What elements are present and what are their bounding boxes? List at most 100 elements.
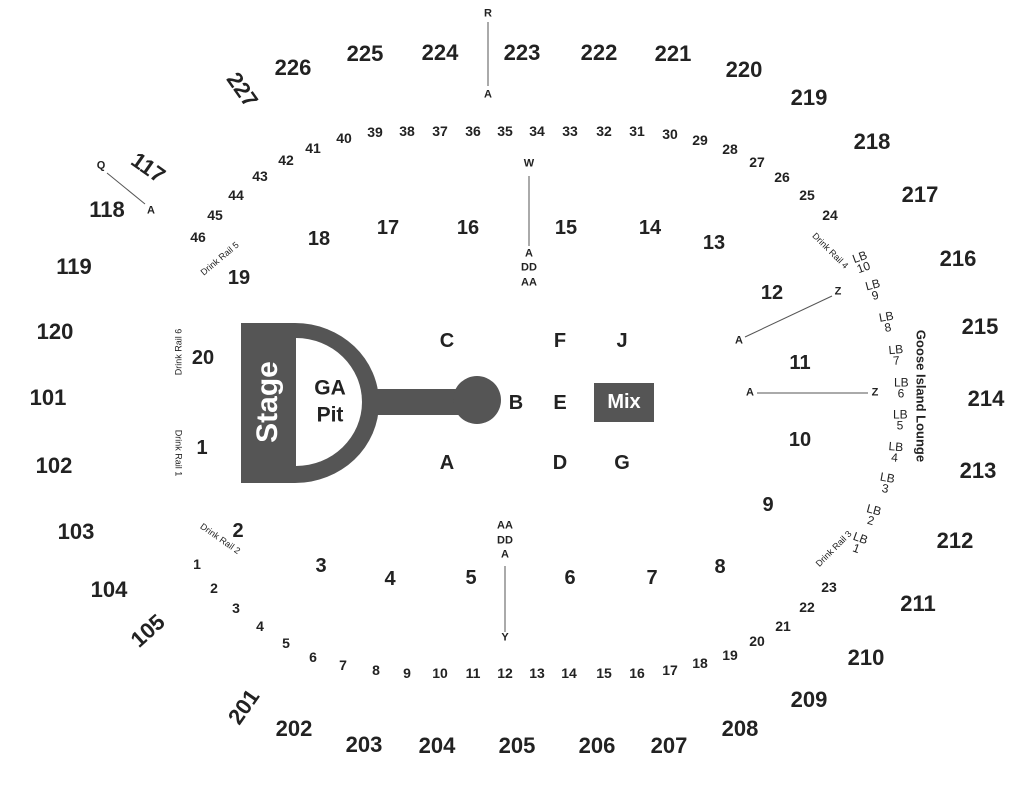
- loge-box-7[interactable]: LB 7: [887, 341, 904, 369]
- section-217[interactable]: 217: [901, 182, 939, 207]
- ring-section-37[interactable]: 37: [432, 123, 448, 139]
- ring-section-43[interactable]: 43: [252, 168, 268, 184]
- loge-box-5[interactable]: LB 5: [893, 407, 908, 433]
- section-215[interactable]: 215: [961, 314, 999, 339]
- floor-section-9[interactable]: 9: [762, 494, 774, 516]
- ring-section-40[interactable]: 40: [336, 130, 352, 146]
- ring-section-34[interactable]: 34: [529, 123, 545, 139]
- section-209[interactable]: 209: [790, 687, 828, 712]
- ring-section-31[interactable]: 31: [629, 123, 645, 139]
- floor-section-20[interactable]: 20: [191, 347, 215, 369]
- goose-island-lounge-label[interactable]: Goose Island Lounge: [913, 329, 929, 463]
- drink-rail-1[interactable]: Drink Rail 1: [173, 429, 184, 477]
- ring-section-14[interactable]: 14: [561, 665, 577, 681]
- ring-section-19[interactable]: 19: [722, 647, 738, 663]
- section-222[interactable]: 222: [580, 40, 618, 65]
- section-119[interactable]: 119: [56, 254, 92, 279]
- floor-section-7[interactable]: 7: [646, 567, 658, 589]
- ring-section-28[interactable]: 28: [722, 141, 738, 157]
- ring-section-17[interactable]: 17: [662, 662, 678, 678]
- floor-section-12[interactable]: 12: [760, 282, 784, 304]
- ring-section-3[interactable]: 3: [232, 600, 240, 616]
- section-204[interactable]: 204: [418, 733, 456, 758]
- loge-box-8[interactable]: LB 8: [877, 308, 895, 336]
- ring-section-22[interactable]: 22: [799, 599, 815, 615]
- floor-section-B[interactable]: B: [508, 392, 524, 414]
- section-203[interactable]: 203: [345, 732, 383, 757]
- floor-section-15[interactable]: 15: [554, 217, 578, 239]
- ring-section-10[interactable]: 10: [432, 665, 448, 681]
- floor-section-C[interactable]: C: [439, 330, 455, 352]
- ring-section-20[interactable]: 20: [749, 633, 765, 649]
- ring-section-12[interactable]: 12: [497, 665, 513, 681]
- ring-section-23[interactable]: 23: [821, 579, 837, 595]
- ring-section-42[interactable]: 42: [278, 152, 294, 168]
- section-225[interactable]: 225: [346, 41, 384, 66]
- ring-section-1[interactable]: 1: [193, 556, 201, 572]
- floor-section-17[interactable]: 17: [376, 217, 400, 239]
- ring-section-4[interactable]: 4: [256, 618, 264, 634]
- section-101[interactable]: 101: [29, 385, 67, 410]
- ring-section-8[interactable]: 8: [372, 662, 380, 678]
- section-202[interactable]: 202: [275, 716, 313, 741]
- section-208[interactable]: 208: [721, 716, 759, 741]
- ring-section-18[interactable]: 18: [692, 655, 708, 671]
- ring-section-33[interactable]: 33: [562, 123, 578, 139]
- floor-section-F[interactable]: F: [553, 330, 567, 352]
- section-210[interactable]: 210: [847, 645, 885, 670]
- ring-section-2[interactable]: 2: [210, 580, 218, 596]
- ring-section-41[interactable]: 41: [305, 140, 321, 156]
- floor-section-13[interactable]: 13: [702, 232, 726, 254]
- floor-section-3[interactable]: 3: [315, 555, 327, 577]
- floor-section-J[interactable]: J: [616, 330, 628, 352]
- section-207[interactable]: 207: [650, 733, 688, 758]
- ring-section-30[interactable]: 30: [662, 126, 678, 142]
- floor-section-E[interactable]: E: [553, 392, 567, 414]
- drink-rail-6[interactable]: Drink Rail 6: [173, 328, 184, 376]
- ring-section-38[interactable]: 38: [399, 123, 415, 139]
- ring-section-45[interactable]: 45: [207, 207, 223, 223]
- section-218[interactable]: 218: [853, 129, 891, 154]
- section-120[interactable]: 120: [36, 319, 74, 344]
- section-219[interactable]: 219: [790, 85, 828, 110]
- section-223[interactable]: 223: [503, 40, 541, 65]
- floor-section-A[interactable]: A: [439, 452, 455, 474]
- floor-section-G[interactable]: G: [614, 452, 630, 474]
- loge-box-4[interactable]: LB 4: [887, 439, 904, 466]
- section-205[interactable]: 205: [498, 733, 536, 758]
- section-104[interactable]: 104: [90, 577, 128, 602]
- ring-section-16[interactable]: 16: [629, 665, 645, 681]
- floor-section-10[interactable]: 10: [788, 429, 812, 451]
- floor-section-5[interactable]: 5: [465, 567, 477, 589]
- ring-section-24[interactable]: 24: [822, 207, 838, 223]
- floor-section-4[interactable]: 4: [384, 568, 396, 590]
- floor-section-11[interactable]: 11: [789, 352, 811, 374]
- section-214[interactable]: 214: [967, 386, 1005, 411]
- ring-section-32[interactable]: 32: [596, 123, 612, 139]
- floor-section-14[interactable]: 14: [638, 217, 662, 239]
- ring-section-25[interactable]: 25: [799, 187, 815, 203]
- floor-section-1[interactable]: 1: [196, 437, 208, 459]
- stage-label[interactable]: Stage: [251, 361, 284, 443]
- ring-section-26[interactable]: 26: [774, 169, 790, 185]
- ring-section-46[interactable]: 46: [190, 229, 206, 245]
- section-216[interactable]: 216: [939, 246, 977, 271]
- ring-section-13[interactable]: 13: [529, 665, 545, 681]
- section-102[interactable]: 102: [35, 453, 73, 478]
- ring-section-35[interactable]: 35: [497, 123, 513, 139]
- ring-section-21[interactable]: 21: [775, 618, 791, 634]
- ring-section-5[interactable]: 5: [282, 635, 290, 651]
- section-211[interactable]: 211: [900, 591, 936, 616]
- ring-section-15[interactable]: 15: [596, 665, 612, 681]
- ring-section-27[interactable]: 27: [749, 154, 765, 170]
- section-212[interactable]: 212: [936, 528, 974, 553]
- ring-section-39[interactable]: 39: [367, 124, 383, 140]
- section-221[interactable]: 221: [654, 41, 692, 66]
- section-206[interactable]: 206: [578, 733, 616, 758]
- ga-pit-label[interactable]: GA Pit: [314, 375, 346, 430]
- ring-section-9[interactable]: 9: [403, 665, 411, 681]
- section-220[interactable]: 220: [725, 57, 763, 82]
- floor-section-6[interactable]: 6: [564, 567, 576, 589]
- section-103[interactable]: 103: [57, 519, 95, 544]
- floor-section-8[interactable]: 8: [714, 556, 726, 578]
